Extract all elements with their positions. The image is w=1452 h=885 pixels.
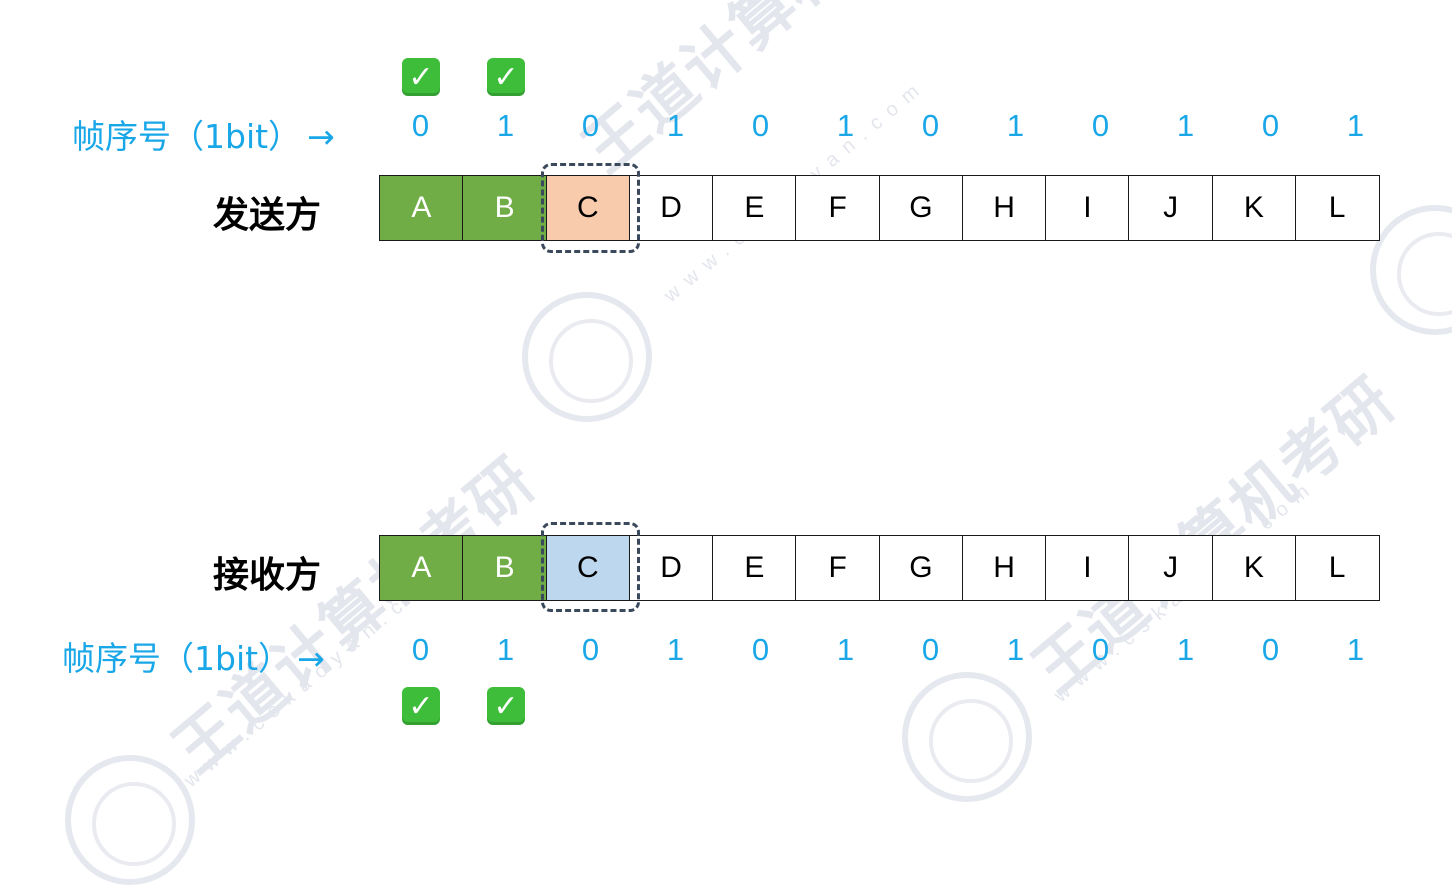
receiver-frame-c: C (545, 535, 631, 601)
watermark-brand: 王道计算机考研 (158, 442, 550, 787)
receiver-frame-d: D (628, 535, 714, 601)
sender-frame-e: E (712, 175, 797, 241)
receiver-seq-number: 1 (666, 632, 685, 667)
watermark-brand: 王道计算机考研 (568, 0, 960, 187)
sender-seq-number: 0 (411, 108, 430, 143)
receiver-frame-a: A (379, 535, 464, 601)
sender-frame-l: L (1294, 175, 1380, 241)
sender-seq-number: 0 (921, 108, 940, 143)
receiver-seq-number: 1 (1346, 632, 1365, 667)
sender-seq-number: 1 (1176, 108, 1195, 143)
receiver-label: 接收方 (213, 555, 322, 596)
check-icon: ✓ (487, 58, 525, 96)
sender-seq-number: 1 (836, 108, 855, 143)
sender-frame-h: H (961, 175, 1047, 241)
check-icon: ✓ (487, 687, 525, 725)
receiver-seq-number: 0 (581, 632, 600, 667)
receiver-seq-numbers: 0 1 0 1 0 1 0 1 0 1 0 1 (378, 632, 1398, 668)
sender-seq-number: 1 (666, 108, 685, 143)
sender-frame-f: F (795, 175, 880, 241)
receiver-frame-b: B (462, 535, 547, 601)
receiver-seq-number: 1 (496, 632, 515, 667)
receiver-seq-label: 帧序号（1bit）→ (62, 639, 325, 678)
sender-frame-d: D (628, 175, 714, 241)
receiver-frame-l: L (1294, 535, 1380, 601)
sender-frame-g: G (878, 175, 964, 241)
sender-frame-j: J (1128, 175, 1213, 241)
receiver-seq-number: 0 (1091, 632, 1110, 667)
watermark-seal-icon (902, 672, 1032, 802)
sender-frame-b: B (462, 175, 547, 241)
receiver-frame-g: G (878, 535, 964, 601)
receiver-seq-number: 0 (921, 632, 940, 667)
receiver-seq-number: 1 (1176, 632, 1195, 667)
receiver-frame-k: K (1211, 535, 1297, 601)
watermark-seal-icon (522, 292, 652, 422)
receiver-frame-h: H (961, 535, 1047, 601)
sender-seq-label: 帧序号（1bit）→ (72, 117, 335, 156)
sender-seq-number: 0 (751, 108, 770, 143)
receiver-seq-number: 0 (411, 632, 430, 667)
sender-frame-a: A (379, 175, 464, 241)
receiver-seq-number: 1 (1006, 632, 1025, 667)
receiver-window (541, 522, 640, 612)
sender-seq-number: 0 (581, 108, 600, 143)
watermark-seal-icon (65, 755, 195, 885)
receiver-seq-number: 1 (836, 632, 855, 667)
sender-seq-number: 1 (1006, 108, 1025, 143)
check-icon: ✓ (402, 687, 440, 725)
receiver-frame-f: F (795, 535, 880, 601)
receiver-seq-number: 0 (1261, 632, 1280, 667)
sender-seq-numbers: 0 1 0 1 0 1 0 1 0 1 0 1 (378, 108, 1398, 144)
sender-window (541, 163, 640, 253)
sender-seq-number: 0 (1261, 108, 1280, 143)
sender-frame-i: I (1045, 175, 1130, 241)
sender-frame-c: C (545, 175, 631, 241)
sender-frame-k: K (1211, 175, 1297, 241)
receiver-frame-e: E (712, 535, 797, 601)
sender-seq-number: 1 (1346, 108, 1365, 143)
receiver-frame-j: J (1128, 535, 1213, 601)
sender-seq-number: 0 (1091, 108, 1110, 143)
receiver-frame-i: I (1045, 535, 1130, 601)
check-icon: ✓ (402, 58, 440, 96)
watermark-seal-icon (1370, 205, 1452, 335)
sender-seq-number: 1 (496, 108, 515, 143)
sender-label: 发送方 (213, 195, 322, 236)
receiver-seq-number: 0 (751, 632, 770, 667)
